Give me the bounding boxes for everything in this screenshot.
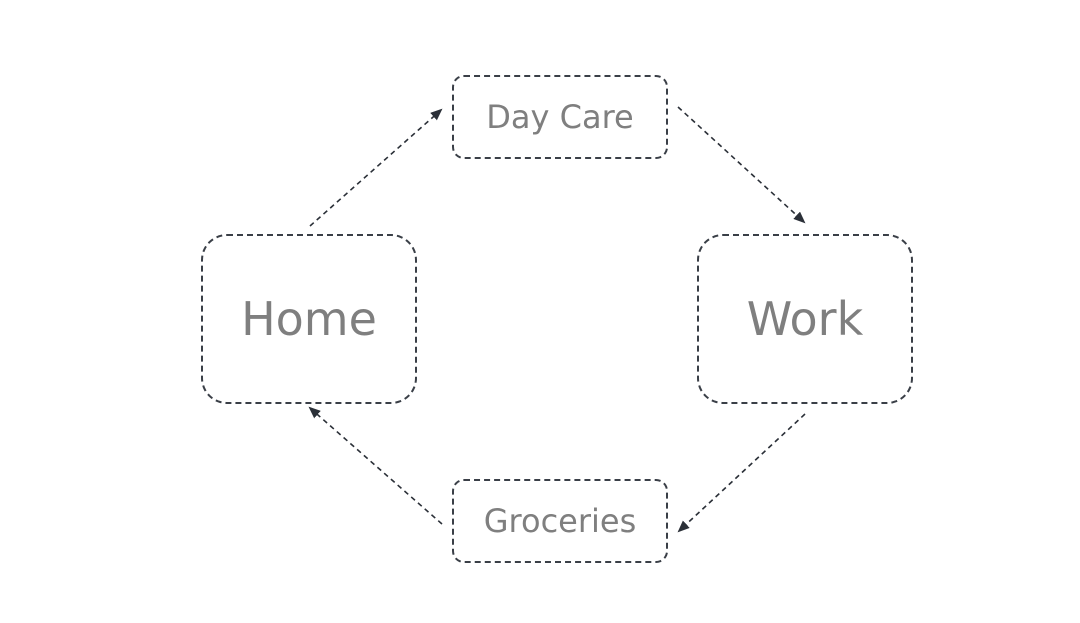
node-home: Home: [201, 234, 417, 404]
node-work-label: Work: [746, 292, 864, 346]
node-groceries-label: Groceries: [483, 502, 637, 540]
node-work: Work: [697, 234, 913, 404]
edge-home-to-daycare: [309, 108, 443, 227]
node-home-label: Home: [241, 292, 377, 346]
node-groceries: Groceries: [452, 479, 668, 563]
edge-groceries-to-home: [308, 406, 443, 525]
node-day-care: Day Care: [452, 75, 668, 159]
edge-daycare-to-work: [677, 106, 806, 224]
edge-work-to-groceries: [677, 413, 806, 533]
node-day-care-label: Day Care: [486, 98, 634, 136]
